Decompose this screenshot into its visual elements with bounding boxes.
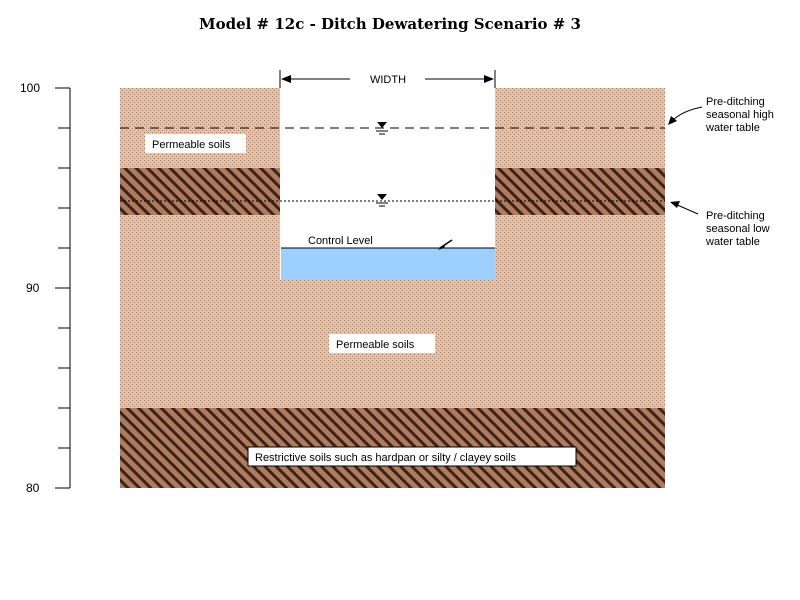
tick-label-100: 100 (20, 81, 40, 95)
control-level-label: Control Level (308, 235, 373, 247)
low-water-table-note-2: seasonal low (706, 223, 770, 235)
diagram-title: Model # 12c - Ditch Dewatering Scenario … (199, 15, 581, 33)
low-water-table-arrow (674, 203, 699, 215)
restrictive-soils-label: Restrictive soils such as hardpan or sil… (255, 452, 517, 464)
permeable-soils-label-lower: Permeable soils (336, 339, 415, 351)
high-water-table-symbol (376, 122, 388, 135)
low-water-table-note-3: water table (705, 236, 760, 248)
low-water-table-note-1: Pre-ditching (706, 210, 765, 222)
permeable-soils-label-upper: Permeable soils (152, 139, 231, 151)
hatched-band-left (120, 168, 280, 215)
width-dimension: WIDTH (279, 70, 496, 88)
y-axis: 100 90 80 (20, 81, 71, 495)
high-water-table-note-2: seasonal high (706, 109, 774, 121)
high-water-table-arrow (671, 106, 703, 122)
ditch-water (281, 248, 495, 280)
low-water-table-symbol (376, 194, 388, 207)
tick-label-90: 90 (26, 281, 40, 295)
width-label: WIDTH (370, 74, 406, 86)
tick-label-80: 80 (26, 481, 40, 495)
hatched-band-right (495, 168, 665, 215)
high-water-table-note-1: Pre-ditching (706, 96, 765, 108)
high-water-table-note-3: water table (705, 122, 760, 134)
